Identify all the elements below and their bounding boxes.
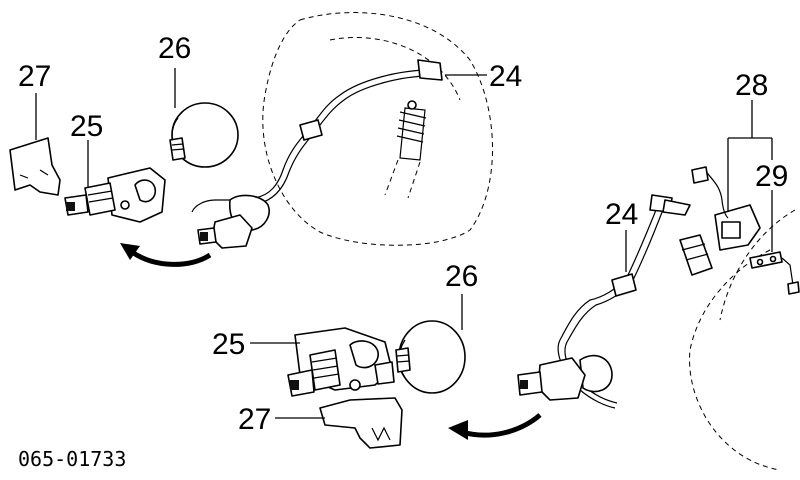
callout-24-right: 24 — [605, 198, 638, 231]
callout-24-top: 24 — [489, 60, 522, 93]
drawing-code: 065-01733 — [18, 447, 126, 471]
suspension-arm-right — [679, 234, 713, 276]
accumulator-sphere-top — [169, 102, 239, 168]
callout-26-bottom: 26 — [445, 260, 478, 293]
sensor-link — [749, 251, 800, 295]
valve-unit-installed-left — [197, 194, 270, 249]
callout-27-top: 27 — [18, 60, 51, 93]
bracket-bottom — [319, 397, 403, 449]
leader-28-29 — [727, 100, 773, 212]
callout-27-bottom: 27 — [238, 403, 271, 436]
callout-29: 29 — [755, 160, 788, 193]
valve-body-top — [64, 167, 166, 223]
valve-body-bottom — [287, 327, 395, 397]
valve-unit-installed-right — [517, 354, 613, 401]
wheel-outline-right — [689, 209, 796, 471]
direction-arrow-right — [448, 413, 542, 440]
direction-arrow-left — [120, 243, 212, 267]
callout-26-top: 26 — [158, 32, 191, 65]
brake-hose-right — [557, 194, 691, 409]
callout-28: 28 — [735, 69, 768, 102]
shock-absorber-left — [384, 100, 427, 199]
wheel-outline-left — [262, 12, 493, 246]
callout-25-top: 25 — [70, 110, 103, 143]
callout-25-bottom: 25 — [212, 328, 245, 361]
brake-hose-top — [191, 59, 443, 213]
bracket-top — [9, 137, 61, 196]
height-sensor — [691, 166, 761, 251]
accumulator-sphere-bottom — [395, 320, 466, 394]
